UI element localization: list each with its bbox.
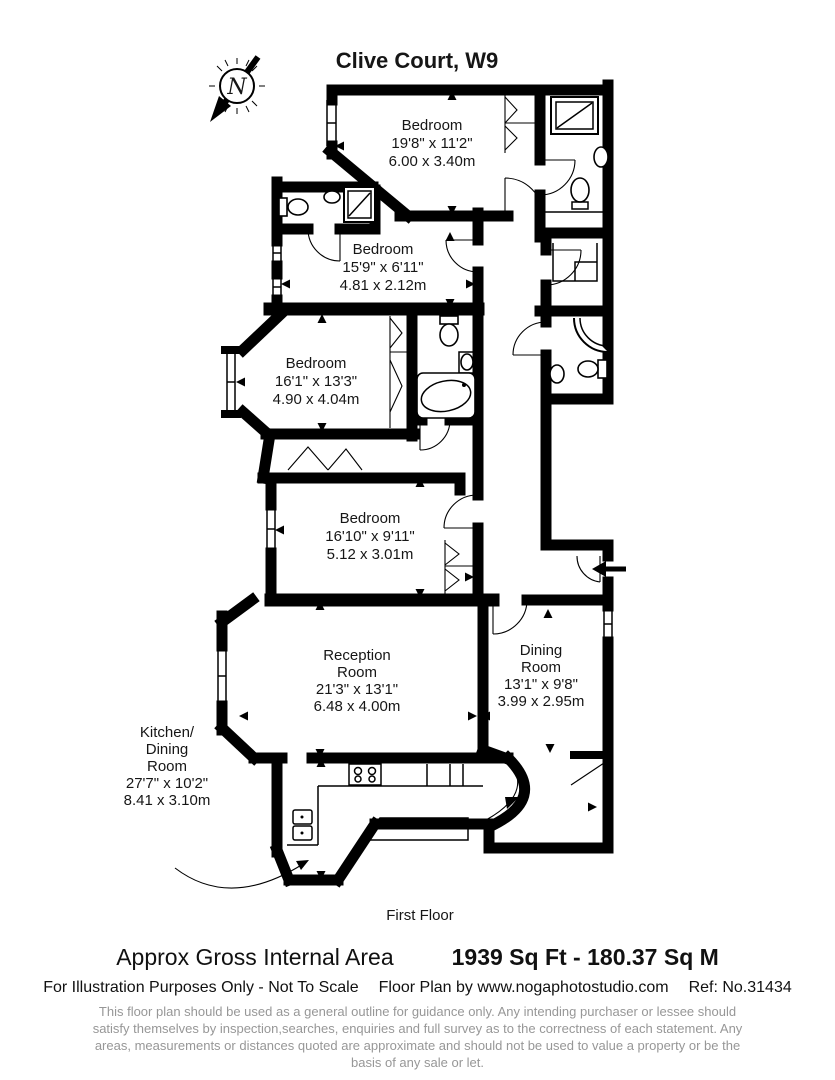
room-label-bedroom-4: Bedroom 16'10" x 9'11" 5.12 x 3.01m: [325, 510, 415, 563]
area-summary: Approx Gross Internal Area 1939 Sq Ft - …: [0, 944, 835, 971]
bathroom-fixtures: [416, 315, 477, 419]
toilet-icon: [570, 177, 590, 203]
door-swings: [307, 159, 601, 635]
svg-text:Reception: Reception: [323, 647, 391, 664]
svg-text:Dining: Dining: [520, 642, 563, 659]
closets: [287, 94, 537, 594]
svg-text:27'7" x 10'2": 27'7" x 10'2": [126, 775, 208, 792]
svg-text:Kitchen/: Kitchen/: [140, 724, 195, 741]
svg-text:13'1" x 9'8": 13'1" x 9'8": [504, 676, 578, 693]
exterior-walls: [214, 79, 614, 888]
basin-icon: [460, 353, 474, 371]
room-label-bedroom-1: Bedroom 19'8" x 11'2" 6.00 x 3.40m: [389, 117, 476, 170]
svg-text:Bedroom: Bedroom: [402, 117, 463, 134]
room-label-dining: Dining Room 13'1" x 9'8" 3.99 x 2.95m: [498, 642, 585, 710]
compass-north-label: N: [226, 75, 247, 100]
meta-row: For Illustration Purposes Only - Not To …: [0, 979, 835, 997]
svg-text:4.81 x 2.12m: 4.81 x 2.12m: [340, 277, 427, 294]
svg-text:Room: Room: [337, 664, 377, 681]
svg-text:16'1" x 13'3": 16'1" x 13'3": [275, 373, 357, 390]
svg-text:19'8" x 11'2": 19'8" x 11'2": [391, 135, 472, 152]
floor-label: First Floor: [386, 907, 454, 924]
windows: [217, 100, 613, 850]
basin-icon: [323, 190, 341, 204]
area-label: Approx Gross Internal Area: [116, 944, 394, 970]
dimension-arrows: [236, 91, 597, 880]
svg-text:Dining: Dining: [146, 741, 189, 758]
footer: Approx Gross Internal Area 1939 Sq Ft - …: [0, 942, 835, 1072]
illustration-note: For Illustration Purposes Only - Not To …: [43, 979, 359, 996]
svg-text:3.99 x 2.95m: 3.99 x 2.95m: [498, 693, 585, 710]
room-label-bedroom-3: Bedroom 16'1" x 13'3" 4.90 x 4.04m: [273, 355, 360, 408]
svg-text:6.48 x 4.00m: 6.48 x 4.00m: [314, 698, 401, 715]
svg-text:4.90 x 4.04m: 4.90 x 4.04m: [273, 391, 360, 408]
page-title: Clive Court, W9: [336, 48, 499, 73]
sink-icon: [292, 809, 313, 825]
reference-number: Ref: No.31434: [688, 979, 792, 996]
ensuite-fixtures: [278, 186, 376, 223]
shower-icon: [573, 317, 609, 353]
kitchen-peninsula: [360, 817, 469, 841]
shower-room-mid-fixtures: [549, 317, 609, 384]
svg-text:8.41 x 3.10m: 8.41 x 3.10m: [124, 792, 211, 809]
shower-icon: [343, 186, 376, 223]
storage-room-lines: [552, 243, 598, 282]
toilet-icon: [439, 323, 459, 347]
door-swing-arrow: [505, 797, 519, 809]
dining-closet-door: [570, 762, 605, 786]
compass-icon: N: [209, 55, 265, 122]
kitchen-label-arrow: [174, 860, 309, 889]
svg-text:Room: Room: [521, 659, 561, 676]
area-value: 1939 Sq Ft - 180.37 Sq M: [451, 944, 719, 970]
svg-text:Room: Room: [147, 758, 187, 775]
svg-text:16'10" x 9'11": 16'10" x 9'11": [325, 528, 415, 545]
disclaimer: This floor plan should be used as a gene…: [92, 1004, 743, 1070]
entrance-arrow-icon: [592, 561, 626, 577]
svg-text:Bedroom: Bedroom: [340, 510, 401, 527]
svg-text:Bedroom: Bedroom: [353, 241, 414, 258]
floorplan-drawing: Clive Court, W9 N: [124, 48, 626, 924]
basin-icon: [549, 364, 565, 384]
kitchen-fixtures: [287, 752, 605, 846]
room-label-reception: Reception Room 21'3" x 13'1" 6.48 x 4.00…: [314, 647, 401, 715]
svg-text:5.12 x 3.01m: 5.12 x 3.01m: [327, 546, 414, 563]
room-label-bedroom-2: Bedroom 15'9" x 6'11" 4.81 x 2.12m: [340, 241, 427, 294]
room-label-kitchen: Kitchen/ Dining Room 27'7" x 10'2" 8.41 …: [124, 724, 211, 809]
basin-icon: [593, 146, 609, 168]
svg-text:15'9" x 6'11": 15'9" x 6'11": [342, 259, 423, 276]
shower-room-top-fixtures: [543, 96, 609, 213]
svg-text:21'3" x 13'1": 21'3" x 13'1": [316, 681, 398, 698]
credit: Floor Plan by www.nogaphotostudio.com: [378, 979, 669, 996]
svg-text:6.00 x 3.40m: 6.00 x 3.40m: [389, 153, 476, 170]
svg-text:Bedroom: Bedroom: [286, 355, 347, 372]
toilet-icon: [287, 198, 309, 216]
hob-icon: [348, 763, 382, 786]
toilet-icon: [577, 360, 599, 378]
